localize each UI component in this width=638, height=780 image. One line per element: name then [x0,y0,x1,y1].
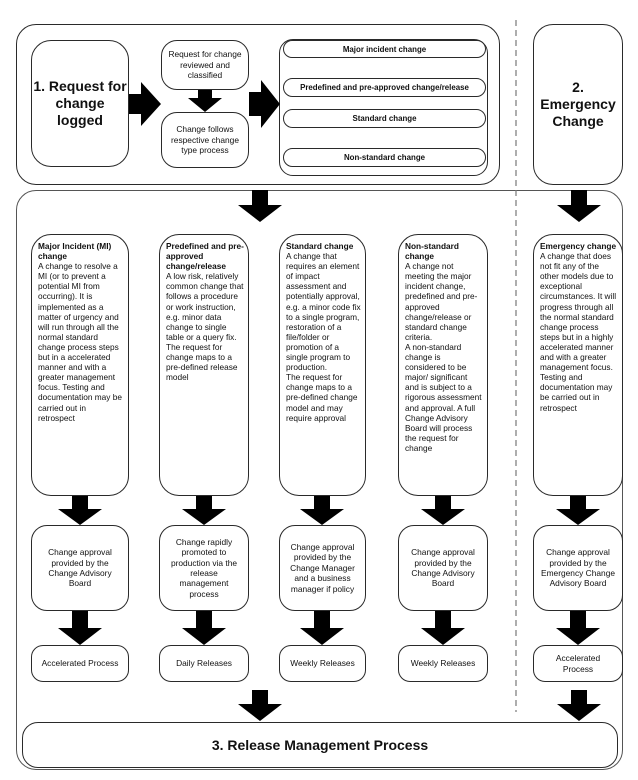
predefined-body: A low risk, relatively common change tha… [166,271,244,383]
release-management-box: 3. Release Management Process [22,722,618,768]
emergency-outcome: Accelerated Process [533,645,623,682]
non-standard-body: A change not meeting the major incident … [405,261,482,453]
release-management-label: 3. Release Management Process [211,736,429,753]
change-type-major-incident: Major incident change [283,40,486,58]
predefined-description: Predefined and pre-approved change/relea… [159,234,249,496]
request-logged-box: 1. Request for change logged [31,40,129,167]
predefined-title: Predefined and pre-approved change/relea… [166,241,244,272]
non-standard-title: Non-standard change [405,241,459,262]
request-reviewed-label: Request for change reviewed and classifi… [168,49,242,81]
major-incident-title: Major Incident (MI) change [38,241,112,262]
non-standard-outcome: Weekly Releases [398,645,488,682]
non-standard-description: Non-standard change A change not meeting… [398,234,488,496]
emergency-change-label: 2. Emergency Change [540,79,616,129]
change-follows-box: Change follows respective change type pr… [161,112,249,168]
major-incident-approval: Change approval provided by the Change A… [31,525,129,611]
non-standard-approval: Change approval provided by the Change A… [398,525,488,611]
emergency-description: Emergency change A change that does not … [533,234,623,496]
predefined-outcome: Daily Releases [159,645,249,682]
standard-outcome: Weekly Releases [279,645,366,682]
major-incident-outcome: Accelerated Process [31,645,129,682]
emergency-change-box: 2. Emergency Change [533,24,623,185]
predefined-approval: Change rapidly promoted to production vi… [159,525,249,611]
major-incident-description: Major Incident (MI) change A change to r… [31,234,129,496]
standard-body: A change that requires an element of imp… [286,251,361,423]
emergency-body: A change that does not fit any of the ot… [540,251,617,413]
change-type-non-standard: Non-standard change [283,148,486,167]
standard-title: Standard change [286,241,354,251]
change-type-standard: Standard change [283,109,486,128]
request-reviewed-box: Request for change reviewed and classifi… [161,40,249,90]
standard-description: Standard change A change that requires a… [279,234,366,496]
major-incident-body: A change to resolve a MI (or to prevent … [38,261,122,423]
emergency-title: Emergency change [540,241,617,251]
request-logged-label: 1. Request for change logged [33,78,127,128]
change-follows-label: Change follows respective change type pr… [171,124,239,156]
change-type-predefined: Predefined and pre-approved change/relea… [283,78,486,97]
standard-approval: Change approval provided by the Change M… [279,525,366,611]
emergency-approval: Change approval provided by the Emergenc… [533,525,623,611]
